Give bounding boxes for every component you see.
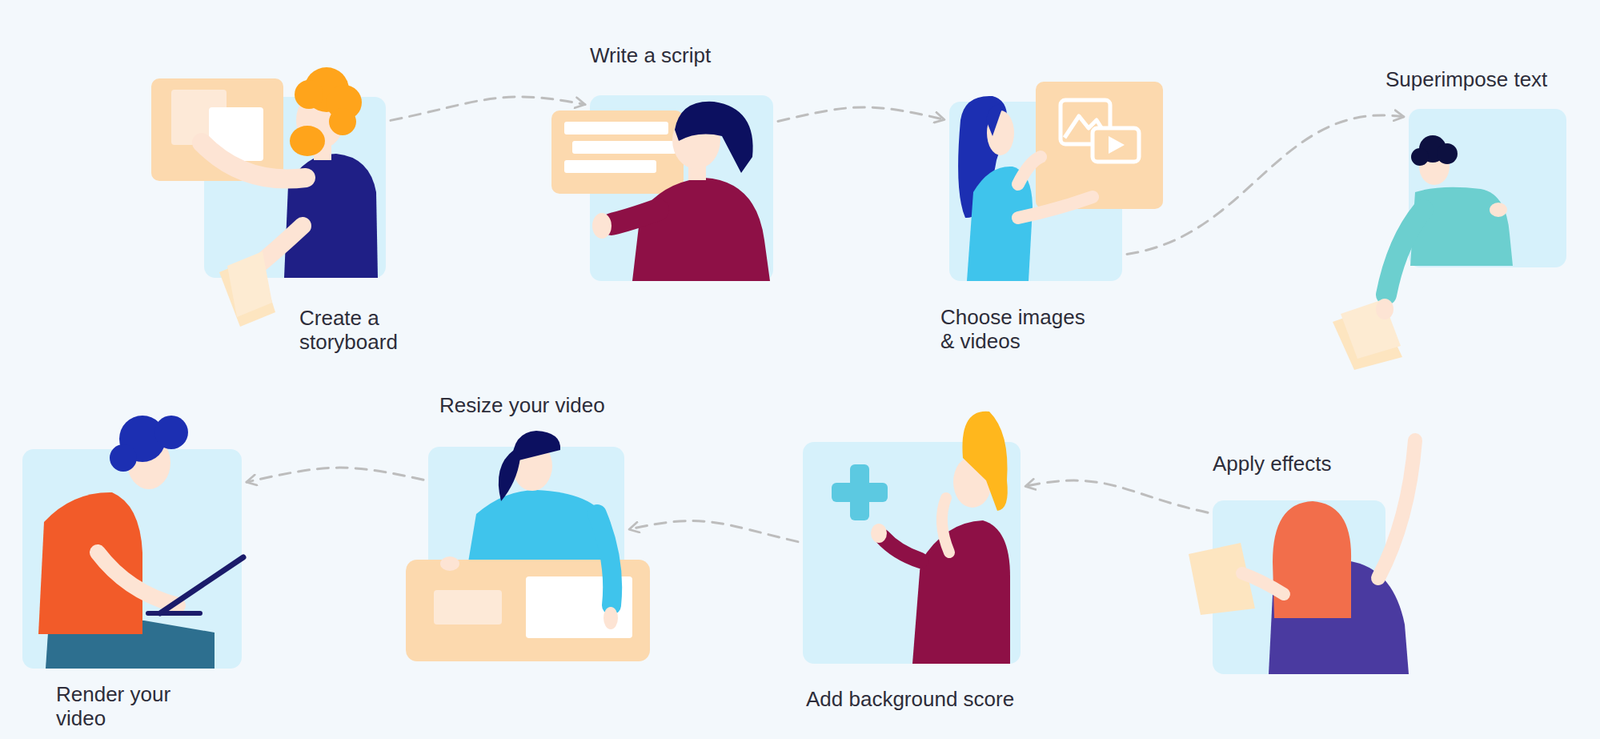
storyboard-figure <box>151 67 378 327</box>
step-label: Write a script <box>589 44 711 69</box>
superimpose-figure <box>1332 135 1513 370</box>
script-figure <box>551 101 770 281</box>
flow-arrow <box>390 96 586 121</box>
step-label: Render your video <box>56 682 193 731</box>
render-figure <box>38 415 244 669</box>
step-panel: Add background score <box>802 441 1021 664</box>
step-label: Resize your video <box>439 393 606 418</box>
step-panel: Resize your video <box>428 446 625 654</box>
step-label: Add background score <box>806 687 1015 712</box>
flow-arrow <box>777 107 945 122</box>
step-label: Choose images & videos <box>940 305 1095 354</box>
resize-figure <box>405 430 650 662</box>
effects-figure <box>1188 440 1416 674</box>
step-panel: Create a storyboard <box>204 96 386 278</box>
flow-arrow <box>1126 115 1404 254</box>
step-panel: Write a script <box>589 95 774 281</box>
flow-arrow <box>246 467 424 482</box>
step-panel: Render your video <box>22 449 242 669</box>
step-panel: Choose images & videos <box>949 101 1123 281</box>
score-figure <box>831 411 1011 664</box>
images-figure <box>958 81 1163 281</box>
flow-arrow <box>1025 480 1208 513</box>
flow-arrow <box>629 521 798 542</box>
step-panel: Superimpose text <box>1408 108 1567 268</box>
step-label: Create a storyboard <box>299 306 398 355</box>
step-label: Superimpose text <box>1385 68 1548 93</box>
step-label: Apply effects <box>1212 452 1332 477</box>
step-panel: Apply effects <box>1212 500 1386 674</box>
